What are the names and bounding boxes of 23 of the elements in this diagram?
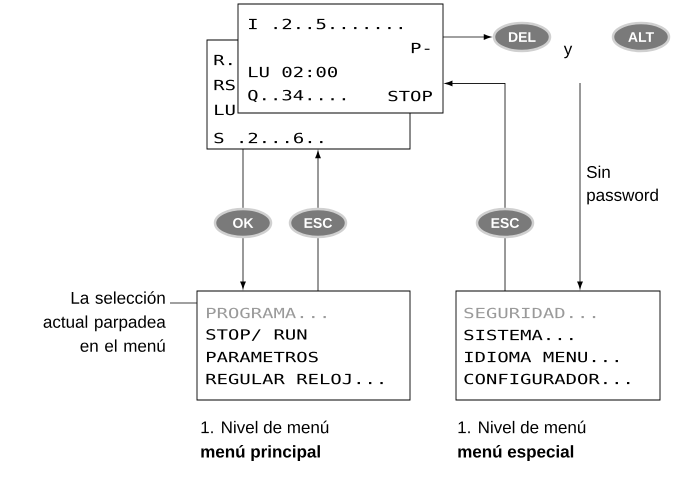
key-button: ESC — [288, 208, 348, 238]
arrow — [443, 34, 492, 40]
node-label: menú principal — [201, 445, 320, 462]
arrow — [444, 80, 506, 208]
leader-line — [170, 302, 197, 304]
key-button: DEL — [492, 22, 552, 52]
arrow — [240, 238, 246, 290]
conjunction-label: y — [564, 46, 572, 58]
node-label: menú especial — [458, 445, 574, 462]
node-label: 1. Nivel de menú — [458, 420, 586, 434]
connector-line — [242, 148, 244, 208]
key-button: ESC — [476, 208, 534, 238]
lcd-display: I .2..5....... P- LU 02:00 Q..34.... STOP — [238, 4, 444, 114]
arrow — [315, 150, 321, 208]
menu-display: PROGRAMA... STOP/ RUN PARAMETROS REGULAR RELOJ... 1. Nivel de menú menú principal — [196, 290, 410, 461]
connector-line — [504, 238, 506, 291]
arrow — [577, 82, 583, 290]
key-button: OK — [214, 208, 272, 238]
key-button: ALT — [612, 22, 670, 52]
menu-display: SEGURIDAD... SISTEMA... IDIOMA MENU... CONFIGURADOR... 1. Nivel de menú menú especial — [456, 290, 660, 461]
note-text: La selección actual parpadea en el menú — [44, 291, 166, 352]
edge-label: Sin password — [586, 166, 658, 204]
node-label: 1. Nivel de menú — [202, 420, 328, 434]
